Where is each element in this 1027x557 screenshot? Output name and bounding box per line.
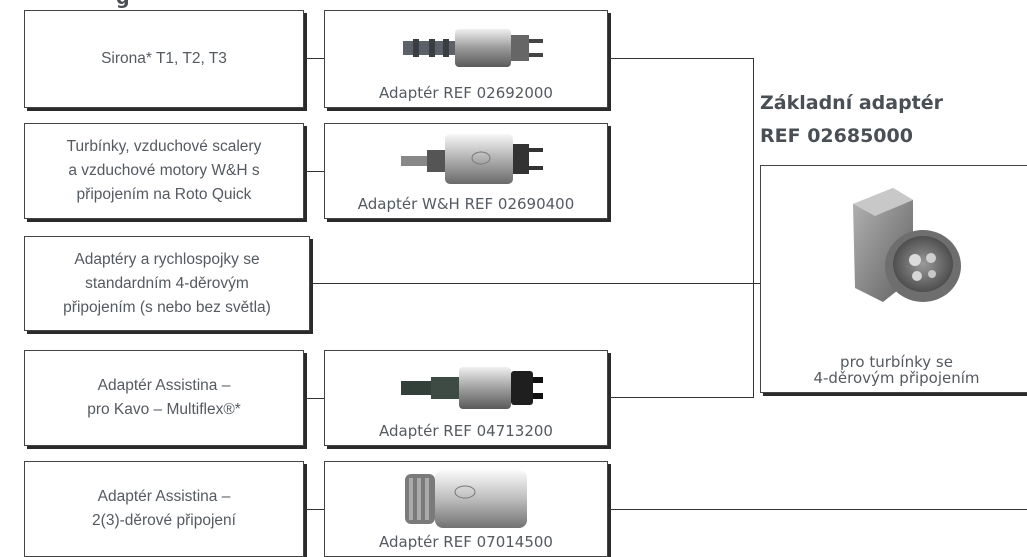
connection-label-wh: Turbínky, vzduchové scalery a vzduchové … <box>24 123 304 219</box>
connection-label-4hole: Adaptéry a rychlospojky se standardním 4… <box>24 236 310 331</box>
connector-row2-left <box>304 171 324 172</box>
kavo-adapter-image <box>401 367 543 409</box>
connector-trunk-bottom <box>753 283 754 398</box>
connector-row4-right <box>608 397 754 398</box>
connection-label-kavo: Adaptér Assistina – pro Kavo – Multiflex… <box>24 350 304 446</box>
adapter-card-02690400: Adaptér W&H REF 02690400 <box>324 123 608 219</box>
base-adapter-caption: pro turbínky se 4-děrovým připojením <box>813 353 980 387</box>
connector-row3-right <box>310 283 760 284</box>
adapter-ref-07014500: Adaptér REF 07014500 <box>379 533 553 551</box>
connector-row4-left <box>304 398 324 399</box>
adapter-ref-02690400: Adaptér W&H REF 02690400 <box>357 195 575 213</box>
adapter-card-07014500: Adaptér REF 07014500 <box>324 461 608 557</box>
wh-adapter-image <box>401 134 543 184</box>
adapter-card-02692000: Adaptér REF 02692000 <box>324 10 608 108</box>
assistina-adapter-image <box>405 470 527 528</box>
connector-row5-left <box>304 509 324 510</box>
connector-row1-right <box>608 58 754 59</box>
connector-row1-left <box>304 58 324 59</box>
base-adapter-card: pro turbínky se 4-děrovým připojením <box>760 165 1027 393</box>
sirona-adapter-image <box>403 29 543 67</box>
base-adapter-image <box>853 188 961 302</box>
base-adapter-ref: REF 02685000 <box>760 125 913 147</box>
connection-label-sirona: Sirona* T1, T2, T3 <box>24 10 304 108</box>
adapter-card-04713200: Adaptér REF 04713200 <box>324 350 608 446</box>
base-adapter-title: Základní adaptér <box>760 92 944 114</box>
adapter-ref-04713200: Adaptér REF 04713200 <box>379 422 553 440</box>
connector-trunk-top <box>753 58 754 283</box>
connection-label-2hole: Adaptér Assistina – 2(3)-děrové připojen… <box>24 461 304 557</box>
adapter-ref-02692000: Adaptér REF 02692000 <box>379 84 553 102</box>
connector-row5-right <box>608 509 1027 510</box>
top-heading: g <box>116 0 130 9</box>
